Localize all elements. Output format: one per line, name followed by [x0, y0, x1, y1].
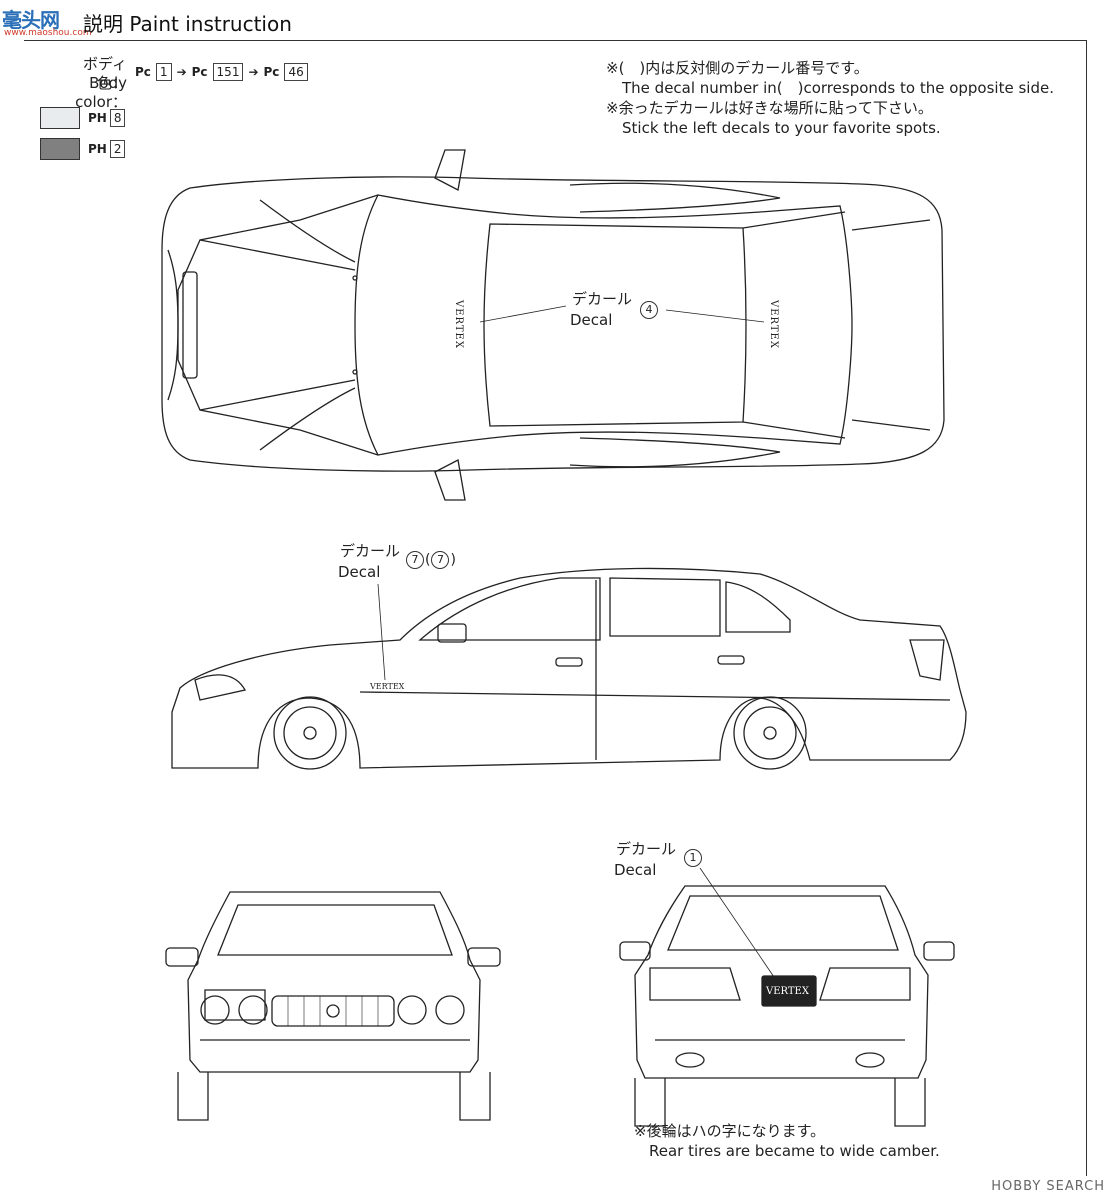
callout-top-number: 4 — [640, 301, 658, 319]
footer-watermark: HOBBY SEARCH — [991, 1179, 1105, 1194]
callout-side-numbers: 7 ( 7 ) — [406, 551, 456, 569]
paint-3-prefix: Pc — [263, 65, 280, 79]
swatch-dark-prefix: PH — [88, 142, 107, 156]
car-side-view — [171, 567, 967, 770]
car-front-view — [165, 891, 501, 1121]
note-line-4: Stick the left decals to your favorite s… — [622, 119, 941, 137]
note-line-1: ※( )内は反対側のデカール番号です。 — [606, 59, 869, 77]
callout-side-number: 7 — [406, 551, 424, 569]
callout-rear-number: 1 — [684, 849, 702, 867]
callout-rear-jp: デカール — [616, 840, 677, 858]
watermark-logo: 毫头网 — [2, 8, 60, 32]
note-line-2: The decal number in( )corresponds to the… — [622, 79, 1054, 97]
decal-vertex-roof-left: VERTEX — [453, 300, 464, 349]
watermark-url: www.maoshou.com — [4, 28, 92, 38]
arrow-right-icon: ➔ — [176, 65, 187, 79]
swatch-light-number: 8 — [109, 109, 126, 127]
callout-side-number-opposite: 7 — [431, 551, 450, 569]
swatch-dark-number: 2 — [109, 140, 126, 158]
page-title: 説明 Paint instruction — [83, 12, 292, 36]
swatch-light-label: PH 8 — [88, 109, 126, 127]
rear-note-en: Rear tires are became to wide camber. — [649, 1142, 940, 1160]
arrow-right-icon: ➔ — [248, 65, 259, 79]
callout-top-en: Decal — [570, 311, 613, 329]
swatch-light-prefix: PH — [88, 111, 107, 125]
paint-sequence: Pc 1 ➔ Pc 151 ➔ Pc 46 — [135, 63, 308, 81]
body-color-label-jp: ボディ色： — [83, 55, 127, 92]
decal-vertex-side: VERTEX — [370, 682, 405, 691]
callout-side-en: Decal — [338, 563, 381, 581]
paint-3-number: 46 — [284, 63, 308, 81]
paint-1-number: 1 — [155, 63, 172, 81]
callout-top-jp: デカール — [572, 290, 633, 308]
car-rear-view — [619, 867, 955, 1127]
note-line-3: ※余ったデカールは好きな場所に貼って下さい。 — [606, 99, 933, 117]
decal-vertex-roof-right: VERTEX — [768, 300, 779, 349]
decal-vertex-plate: VERTEX — [766, 986, 809, 997]
paint-2-number: 151 — [212, 63, 244, 81]
callout-side-jp: デカール — [340, 542, 401, 560]
paint-1-prefix: Pc — [135, 65, 151, 79]
page-frame — [24, 40, 1087, 1176]
body-color-label-en: Body color： — [75, 74, 127, 111]
paren-close: ) — [450, 552, 456, 568]
rear-note-jp: ※後輪はハの字になります。 — [634, 1122, 826, 1140]
swatch-dark-label: PH 2 — [88, 140, 126, 158]
paren-open: ( — [425, 552, 431, 568]
paint-2-prefix: Pc — [191, 65, 208, 79]
car-top-view — [161, 149, 945, 501]
swatch-light — [40, 107, 80, 129]
swatch-dark — [40, 138, 80, 160]
callout-rear-en: Decal — [614, 861, 657, 879]
